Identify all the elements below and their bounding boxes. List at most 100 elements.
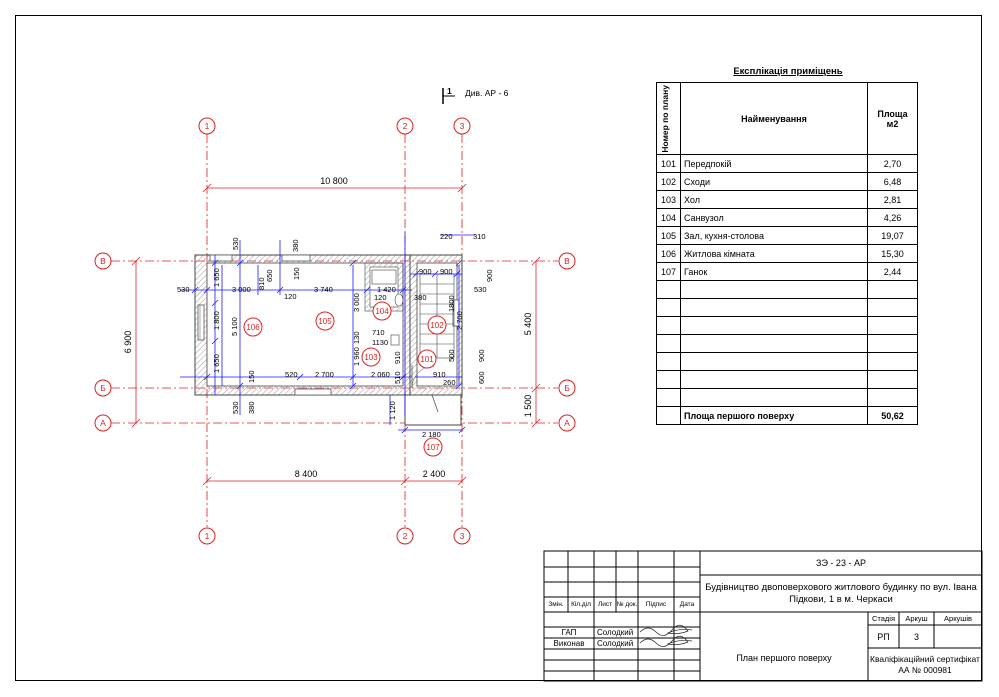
- axis-v-left: В: [100, 256, 106, 266]
- stair-flight: [419, 273, 455, 359]
- vertical-dimension-labels: 530 380 1 650 1 800 1 650 5 100 810 650 …: [212, 237, 494, 420]
- dim-b-520: 520: [285, 370, 298, 379]
- room-area: 2,44: [867, 262, 918, 281]
- dim-win-120: 120: [284, 292, 297, 301]
- role-gap: ГАП: [561, 628, 577, 637]
- col-pidpys: Підпис: [645, 601, 667, 608]
- room-number: 103: [656, 190, 681, 209]
- total-label: Площа першого поверху: [680, 406, 868, 425]
- dim-bottom-left: 8 400: [295, 469, 318, 479]
- room-name: Ганок: [680, 262, 868, 281]
- axis-b-left: Б: [100, 383, 106, 393]
- col-lyst: Лист: [597, 601, 613, 608]
- room-area: 4,26: [867, 208, 918, 227]
- explication-empty-row: [656, 334, 918, 353]
- dim-b-530: 530: [231, 401, 240, 414]
- dim-b-2700: 2 700: [315, 370, 334, 379]
- axis-bubbles: [94, 117, 576, 545]
- room-tag-104: 104: [375, 307, 389, 316]
- explication-empty-row: [656, 298, 918, 317]
- room-number: 106: [656, 244, 681, 263]
- room-name: Хол: [680, 190, 868, 209]
- axis-1-bottom: 1: [205, 531, 210, 541]
- col-data: Дата: [679, 601, 695, 608]
- dim-top-530: 530: [231, 237, 240, 250]
- room-area: 15,30: [867, 244, 918, 263]
- room-name: Зал, кухня-столова: [680, 226, 868, 245]
- dim-room106-h1: 1 650: [212, 268, 221, 287]
- stage-label: Стадія: [871, 614, 896, 623]
- stage-value: РП: [877, 631, 890, 642]
- bathroom-fixtures: [371, 269, 404, 346]
- dim-stair-900v: 900: [485, 269, 494, 282]
- internal-dimension-labels: 530 530 3 000 120 3 740 1 420 120 380 90…: [177, 232, 487, 439]
- sheet-value: 3: [913, 631, 919, 642]
- dim-stair-2700: 2 700: [455, 311, 464, 330]
- dim-stair-900b: 900: [440, 267, 453, 276]
- dim-room106-w: 3 000: [232, 285, 251, 294]
- axis-b-right: Б: [564, 383, 570, 393]
- dim-hall-910v: 910: [393, 351, 402, 364]
- dim-top-380: 380: [291, 239, 300, 252]
- dim-room105-h: 3 000: [352, 293, 361, 312]
- dim-bath-710: 710: [372, 328, 385, 337]
- stamp-sheet-name: План першого поверху: [736, 652, 832, 663]
- room-number: 104: [656, 208, 681, 227]
- room-tag-102: 102: [430, 321, 444, 330]
- explication-title: Експлікація приміщень: [733, 66, 843, 77]
- col-kil: Кіл.діл: [571, 601, 591, 608]
- col-zmin: Змін.: [548, 601, 564, 608]
- room-area: 19,07: [867, 226, 918, 245]
- dim-b-150: 150: [247, 370, 256, 383]
- reference-number: 1: [447, 86, 452, 96]
- dim-small-top-b: 310: [473, 232, 486, 241]
- explication-empty-row: [656, 370, 918, 389]
- dim-hall-900: 900: [477, 349, 486, 362]
- dim-stair-900a: 900: [419, 267, 432, 276]
- stamp-certificate: Кваліфікаційний сертифікат АА № 000981: [870, 653, 980, 675]
- dim-porch-depth: 1 120: [388, 401, 397, 420]
- room-tag-circles: [243, 301, 447, 457]
- room-name: Санвузол: [680, 208, 868, 227]
- title-block: ЗЭ - 23 - АР Будівництво двоповерхового …: [544, 551, 982, 681]
- explication-empty-row: [656, 352, 918, 371]
- axis-3-top: 3: [460, 121, 465, 131]
- room-name: Сходи: [680, 172, 868, 191]
- room-number: 107: [656, 262, 681, 281]
- dim-win-810: 810: [257, 277, 266, 290]
- role-vykonav: Виконав: [553, 639, 585, 648]
- total-value: 50,62: [867, 406, 918, 425]
- room-area: 6,48: [867, 172, 918, 191]
- sheets-value: [934, 625, 982, 648]
- explication-table: Номер по плану Найменування Площа м2 101…: [656, 82, 918, 425]
- dim-right-porch: 1 500: [523, 395, 533, 418]
- axis-3-bottom: 3: [460, 531, 465, 541]
- dim-win-650: 650: [265, 269, 274, 282]
- explication-empty-row: [656, 280, 918, 299]
- dim-b-380: 380: [247, 401, 256, 414]
- sheet-label: Аркуш: [905, 614, 928, 623]
- axis-a-left: А: [100, 418, 106, 428]
- sheets-label: Аркушів: [944, 614, 972, 623]
- room-tag-107: 107: [426, 443, 440, 452]
- explication-empty-row: [656, 388, 918, 407]
- stamp-project-title: Будівництво двоповерхового житлового буд…: [705, 581, 977, 605]
- room-area: 2,70: [867, 154, 918, 173]
- dim-right-total: 5 400: [523, 313, 533, 336]
- dim-room105-w: 3 740: [314, 285, 333, 294]
- dim-wall-right: 530: [474, 285, 487, 294]
- dim-b-2060: 2 060: [371, 370, 390, 379]
- axis-a-right: А: [564, 418, 570, 428]
- room-area: 2,81: [867, 190, 918, 209]
- building-walls: [194, 254, 463, 426]
- dim-porch-width: 2 180: [422, 430, 441, 439]
- dim-left-total: 6 900: [123, 331, 133, 354]
- room-number: 105: [656, 226, 681, 245]
